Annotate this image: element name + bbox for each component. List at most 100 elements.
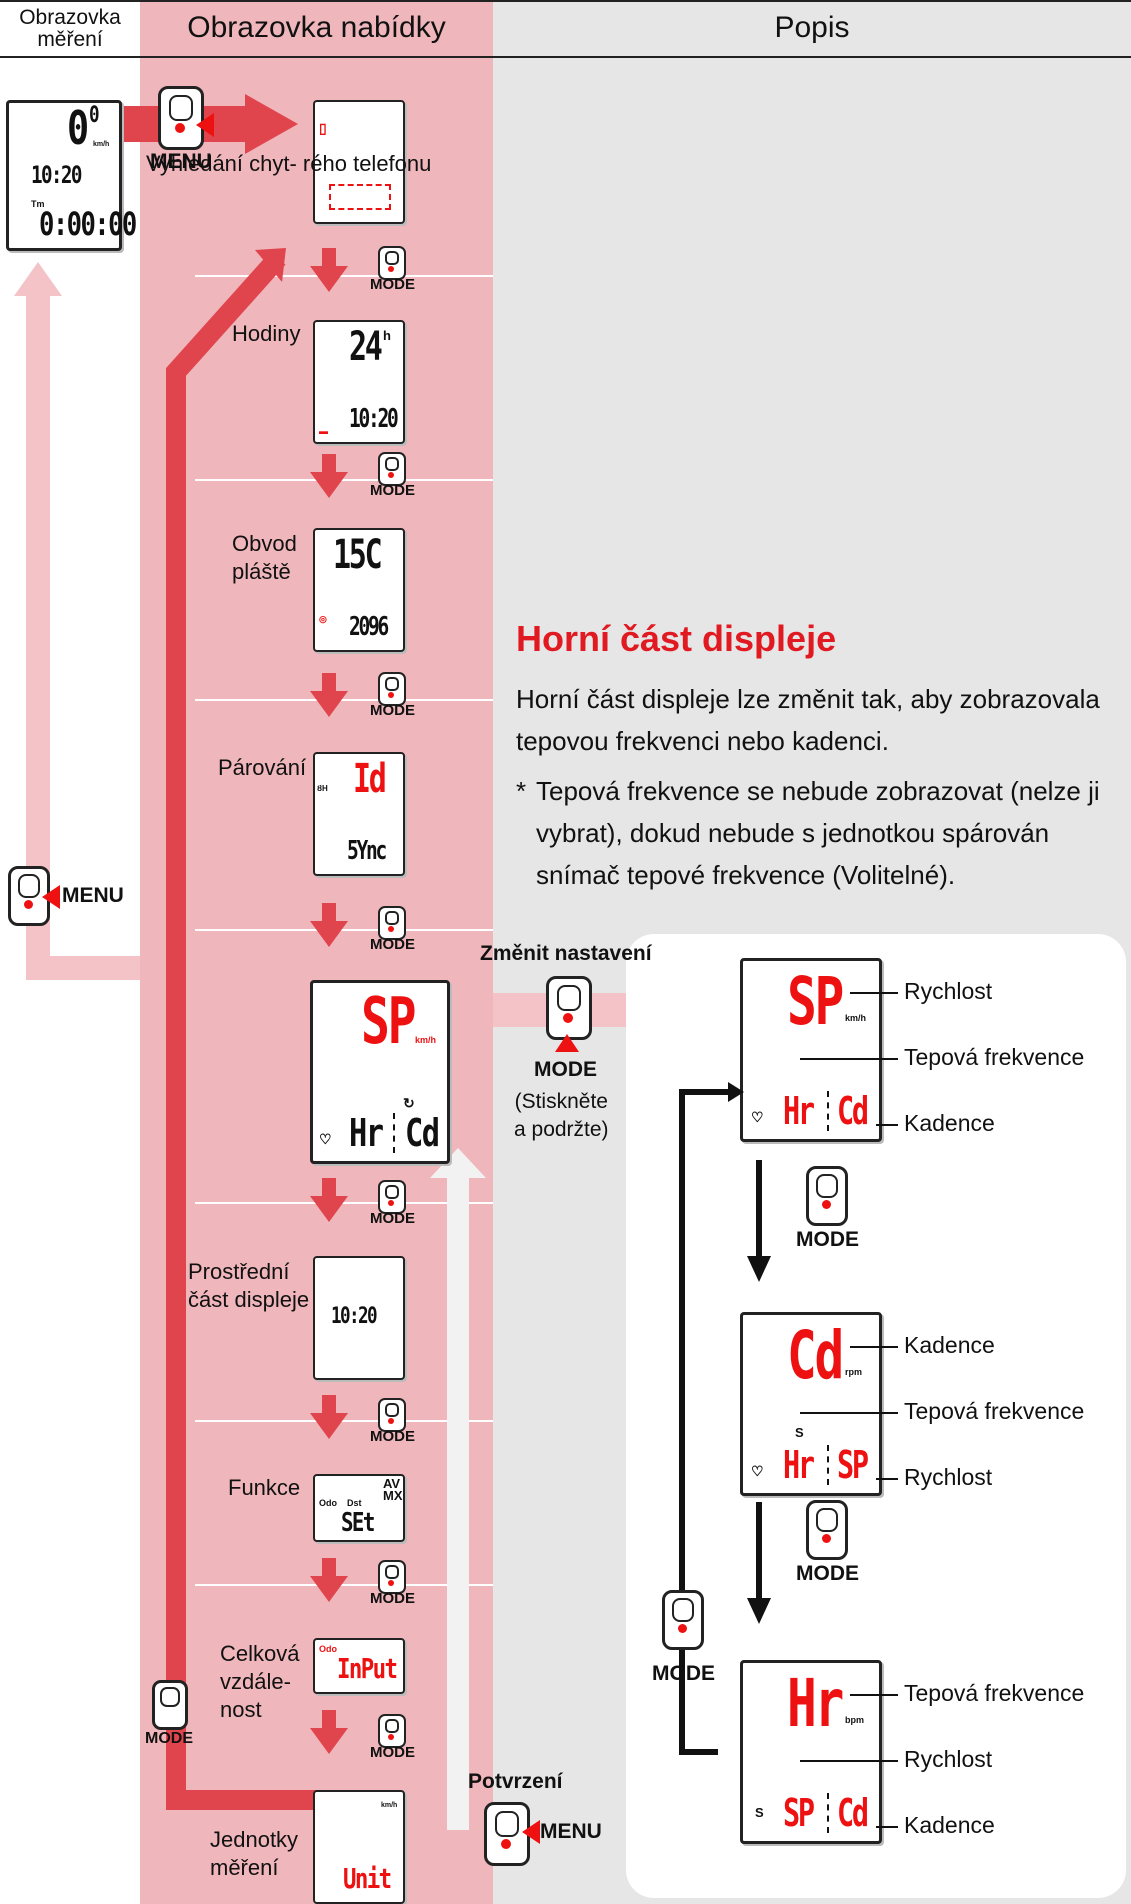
header-menu-text: Obrazovka nabídky xyxy=(187,11,446,44)
description-note-star: * xyxy=(516,776,527,806)
menu-label-left: MENU xyxy=(62,884,124,907)
description-title: Horní část displeje xyxy=(516,618,837,659)
header-desc: Popis xyxy=(493,0,1131,56)
units-bottom: Unit xyxy=(343,1862,392,1895)
button-press-arrow xyxy=(196,113,214,137)
menu-screen-units: km/h Unit xyxy=(313,1790,405,1904)
menu-screen-tire: 15C 2096 ◎ xyxy=(313,528,405,652)
change-hint: (Stiskněte a podržte) xyxy=(514,1090,609,1141)
measure-speed-unit: km/h xyxy=(93,141,110,148)
display-annotation: Kadence xyxy=(904,1812,995,1838)
clock-top: 24 xyxy=(349,324,383,370)
device-icon-mode xyxy=(378,452,406,486)
change-mode-label: MODE xyxy=(534,1058,597,1081)
leader-line xyxy=(850,1346,898,1348)
button-press-arrow xyxy=(42,885,60,909)
pairing-bottom: 5Ync xyxy=(347,836,387,866)
display-annotation: Rychlost xyxy=(904,1746,993,1772)
menu-item-label: Vyhledání chyt- rého telefonu xyxy=(146,151,432,176)
menu-label-top: MENU xyxy=(150,150,212,173)
display-s: S xyxy=(795,1425,804,1440)
row-separator xyxy=(195,1202,493,1204)
mode-label: MODE xyxy=(370,1590,415,1607)
device-icon-menu-top xyxy=(158,86,204,150)
button-press-arrow xyxy=(555,1034,579,1052)
description-body: Horní část displeje lze změnit tak, aby … xyxy=(516,684,1100,756)
measure-clock: 10:20 xyxy=(31,161,82,189)
divider xyxy=(827,1091,829,1131)
header-bottom-rule xyxy=(0,56,1131,58)
mode-label: MODE xyxy=(370,482,415,499)
display-unit: bpm xyxy=(845,1715,864,1725)
middle-bottom: 10:20 xyxy=(331,1304,378,1329)
rotate-icon: ↻ xyxy=(403,1095,415,1111)
menu-item-label: Celková vzdále- nost xyxy=(220,1641,300,1722)
header-menu: Obrazovka nabídky xyxy=(140,0,493,56)
odo-bottom: InPut xyxy=(337,1652,398,1685)
leader-line xyxy=(876,1826,898,1828)
mode-label: MODE xyxy=(370,702,415,719)
change-setting-label: Změnit nastavení xyxy=(480,942,652,965)
header-measure: Obrazovka měření xyxy=(0,2,140,56)
divider xyxy=(827,1445,829,1485)
device-icon-cycle xyxy=(806,1166,848,1226)
mode-label: MODE xyxy=(370,276,415,293)
loop-mode-label: MODE xyxy=(652,1662,715,1685)
menu-item-label: Jednotky měření xyxy=(210,1827,299,1880)
phone-icon: ▯ xyxy=(319,120,327,136)
device-icon-mode xyxy=(378,1560,406,1594)
menu-item-label: Hodiny xyxy=(232,321,301,346)
display-top: Hr xyxy=(787,1665,844,1742)
display-annotation: Rychlost xyxy=(904,1464,993,1490)
device-icon-mode xyxy=(378,672,406,706)
heart-icon: ♡ xyxy=(751,1109,764,1125)
measure-speed-frac: 0 xyxy=(89,103,100,128)
display-annotation: Kadence xyxy=(904,1332,995,1358)
measure-screen: 0 0 km/h 10:20 Tm 0:00:00 xyxy=(6,100,137,251)
confirm-label: Potvrzení xyxy=(468,1770,563,1793)
wheel-icon: ◎ xyxy=(319,614,327,624)
row-separator xyxy=(195,1584,493,1586)
menu-item-label: Párování xyxy=(218,755,307,780)
upper-bottom-right: Cd xyxy=(405,1111,440,1155)
menu-column-bg xyxy=(140,0,493,1904)
mode-display: Cd rpm ♡ S Hr SP xyxy=(740,1312,882,1496)
leader-line xyxy=(800,1412,898,1414)
mode-label-bottom: MODE xyxy=(145,1730,193,1747)
heart-icon: ♡ xyxy=(751,1463,764,1479)
func-odo: Odo xyxy=(319,1498,337,1508)
menu-screen-clock: 24 h 10:20 ▬ xyxy=(313,320,405,444)
cycle-mode-label: MODE xyxy=(796,1228,859,1251)
display-unit: rpm xyxy=(845,1367,863,1377)
display-top: SP xyxy=(787,963,844,1040)
row-separator xyxy=(195,929,493,931)
menu-screen-search: ▯ xyxy=(313,100,405,224)
device-icon-mode-bottom xyxy=(152,1680,188,1730)
display-bottom-left: Hr xyxy=(783,1443,815,1487)
cycle-mode-label: MODE xyxy=(796,1562,859,1585)
menu-screen-middle: 10:20 xyxy=(313,1256,405,1380)
row-separator xyxy=(195,275,493,277)
func-bottom: SEt xyxy=(341,1508,375,1538)
device-icon-cycle xyxy=(806,1500,848,1560)
row-separator xyxy=(195,479,493,481)
leader-line xyxy=(800,1058,898,1060)
button-press-arrow xyxy=(522,1820,540,1844)
clock-icon: ▬ xyxy=(319,426,328,436)
mode-display: SP km/h ♡ Hr Cd xyxy=(740,958,882,1142)
display-annotation: Rychlost xyxy=(904,978,993,1004)
device-icon-mode xyxy=(378,906,406,940)
header-measure-text: Obrazovka měření xyxy=(19,6,121,51)
header-desc-text: Popis xyxy=(774,11,850,44)
upper-unit: km/h xyxy=(415,1035,437,1045)
menu-screen-function: Odo Dst AV MX SEt xyxy=(313,1474,405,1542)
display-annotation: Tepová frekvence xyxy=(904,1680,1085,1706)
divider xyxy=(827,1793,829,1833)
menu-item-label: Prostřední část displeje xyxy=(188,1259,310,1312)
display-s: S xyxy=(755,1805,764,1820)
clock-unit: h xyxy=(383,328,391,343)
display-unit: km/h xyxy=(845,1013,867,1023)
clock-bottom: 10:20 xyxy=(349,404,399,434)
confirm-menu-label: MENU xyxy=(540,1820,602,1843)
